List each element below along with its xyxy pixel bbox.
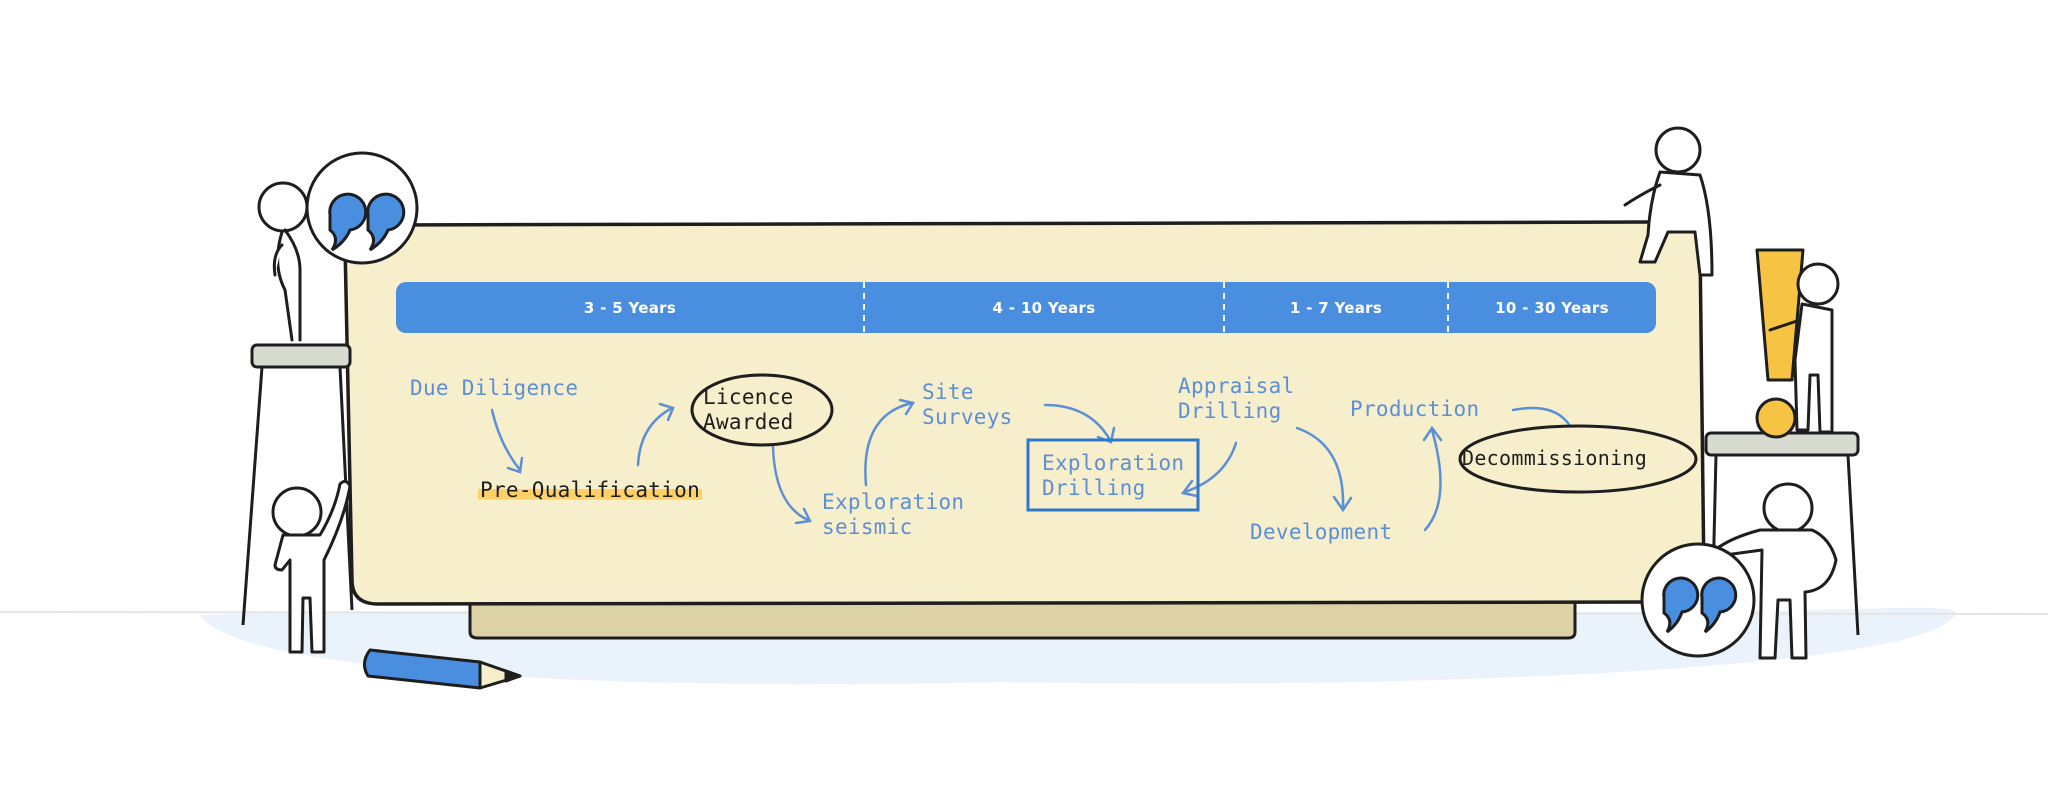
stage-licence-awarded: Licence Awarded bbox=[703, 385, 794, 434]
quote-bubble-icon-bottom bbox=[1640, 542, 1756, 658]
exclamation-icon bbox=[1755, 248, 1805, 439]
decommissioning-ellipse bbox=[1458, 424, 1698, 494]
timeline-segment-4: 10 - 30 Years bbox=[1495, 298, 1609, 317]
exploration-drilling-box bbox=[1026, 438, 1200, 512]
timeline-segment-2: 4 - 10 Years bbox=[992, 298, 1096, 317]
figure-right-exclamation bbox=[1768, 262, 1840, 434]
stage-decommissioning: Decommissioning bbox=[1462, 446, 1648, 470]
pencil-icon bbox=[363, 648, 522, 690]
figure-top-left bbox=[257, 181, 309, 342]
timeline-bar bbox=[396, 282, 1656, 333]
left-stand-top bbox=[250, 343, 352, 369]
timeline-segment-1: 3 - 5 Years bbox=[583, 298, 677, 317]
figure-top-right bbox=[1623, 126, 1714, 277]
stage-development: Development bbox=[1250, 520, 1393, 544]
figure-bottom-right bbox=[1713, 482, 1838, 660]
stage-site-surveys: Site Surveys bbox=[922, 380, 1013, 429]
stage-due-diligence: Due Diligence bbox=[410, 376, 579, 400]
board-tray bbox=[468, 598, 1577, 640]
stage-production: Production bbox=[1350, 397, 1480, 421]
flow-arrows bbox=[490, 398, 1572, 532]
stage-appraisal-drilling: Appraisal Drilling bbox=[1178, 374, 1295, 423]
licence-ellipse bbox=[690, 373, 834, 447]
timeline-segment-3: 1 - 7 Years bbox=[1289, 298, 1383, 317]
stage-exploration-seismic: Exploration seismic bbox=[822, 490, 965, 539]
figure-bottom-left bbox=[271, 479, 352, 654]
timeline-dividers bbox=[863, 282, 1449, 333]
stage-exploration-drilling: Exploration Drilling bbox=[1042, 451, 1185, 500]
quote-bubble-icon bbox=[305, 151, 419, 265]
stage-pre-qualification: Pre-Qualification bbox=[478, 478, 703, 502]
board bbox=[343, 220, 1706, 606]
